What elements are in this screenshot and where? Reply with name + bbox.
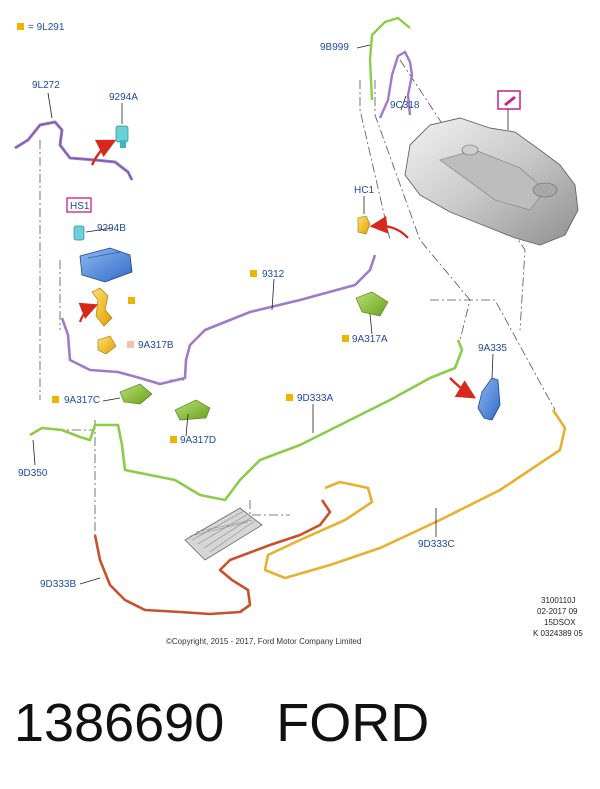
marker-9a317a — [342, 335, 349, 342]
part-number: 1386690 — [14, 693, 225, 753]
assembly-9294b — [73, 225, 133, 283]
marker-9312 — [250, 270, 257, 277]
clip-9a317c — [119, 383, 153, 405]
meta-line-4: K 0324389 05 — [533, 629, 583, 638]
connector-9294a — [115, 125, 129, 148]
label-hs1: HS1 — [70, 201, 90, 212]
meta-line-3: 15DSOX — [544, 618, 576, 627]
label-9b999: 9B999 — [320, 42, 349, 53]
line-9c318 — [378, 50, 414, 119]
label-9294a: 9294A — [109, 92, 138, 103]
line-9l272 — [14, 120, 134, 181]
label-9c318: 9C318 — [390, 100, 420, 111]
label-9a317d: 9A317D — [180, 435, 216, 446]
marker-9a317d — [170, 436, 177, 443]
brand-name: FORD — [276, 693, 430, 753]
leader-lines — [39, 59, 556, 540]
label-9a317b: 9A317B — [138, 340, 174, 351]
line-9312 — [60, 254, 377, 386]
line-9b999 — [368, 16, 411, 101]
bracket-9a335 — [477, 377, 501, 421]
label-9d350: 9D350 — [18, 468, 48, 479]
copyright-notice: ©Copyright, 2015 - 2017, Ford Motor Comp… — [166, 637, 361, 646]
label-leaders — [32, 44, 494, 585]
clip-9a317d — [174, 399, 211, 421]
arrow-9294a — [90, 139, 117, 166]
legend-marker — [17, 23, 24, 30]
marker-9d333a — [286, 394, 293, 401]
bracket-yellow-left — [91, 287, 113, 327]
label-9a317a: 9A317A — [352, 334, 388, 345]
fuel-system-diagram: = 9L291 — [14, 16, 583, 646]
marker-9a317c — [52, 396, 59, 403]
line-9d333a — [29, 339, 464, 502]
callout-box-tank — [497, 90, 521, 110]
label-9d333b: 9D333B — [40, 579, 76, 590]
marker-yellow-left — [128, 297, 135, 304]
arrow-9a335 — [449, 377, 477, 399]
part-caption: 1386690 FORD — [14, 688, 594, 768]
label-9294b: 9294B — [97, 223, 126, 234]
line-9d333b — [93, 499, 332, 616]
meta-line-2: 02-2017 09 — [537, 607, 578, 616]
label-9l272: 9L272 — [32, 80, 60, 91]
label-hc1: HC1 — [354, 185, 374, 196]
clip-9a317b — [97, 335, 117, 355]
callout-box-hs1 — [66, 197, 92, 213]
clip-9a317a — [355, 291, 389, 317]
label-9d333c: 9D333C — [418, 539, 455, 550]
pen-icon — [504, 96, 516, 106]
label-9d333a: 9D333A — [297, 393, 333, 404]
label-9a335: 9A335 — [478, 343, 507, 354]
part-hc1 — [357, 215, 371, 235]
label-9312: 9312 — [262, 269, 285, 280]
label-9a317c: 9A317C — [64, 395, 100, 406]
arrow-hc1 — [369, 215, 409, 239]
legend-label: = 9L291 — [28, 22, 65, 33]
line-9d333c — [263, 409, 567, 580]
heat-exchanger — [184, 507, 263, 561]
arrow-bracket-left — [78, 302, 99, 323]
meta-line-1: 3100110J — [541, 596, 576, 605]
fuel-tank — [404, 117, 579, 246]
marker-9a317b — [127, 341, 134, 348]
